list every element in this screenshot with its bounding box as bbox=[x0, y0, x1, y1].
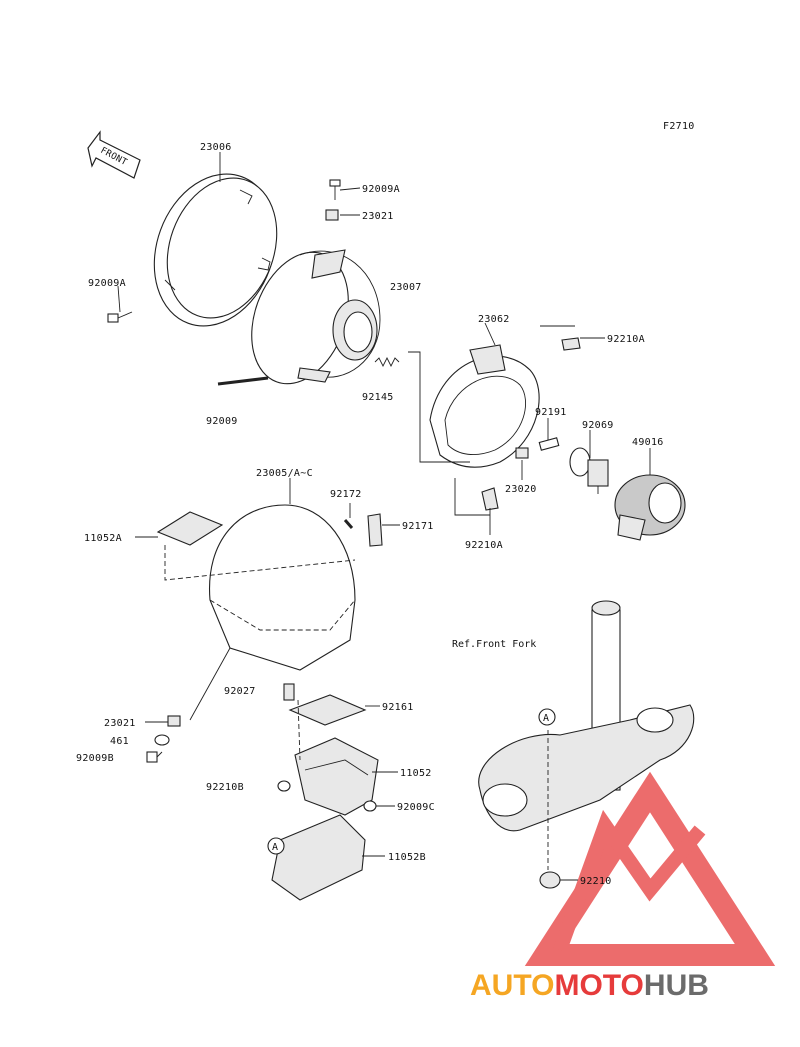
reference-mark-a-right: A bbox=[538, 708, 556, 726]
steering-stem bbox=[478, 600, 695, 832]
callout-23062: 23062 bbox=[478, 314, 510, 325]
bolt-92009C bbox=[363, 800, 377, 812]
callout-92210: 92210 bbox=[580, 876, 612, 887]
callout-92210B: 92210B bbox=[206, 782, 244, 793]
headlight-housing bbox=[251, 249, 381, 385]
nut-92210 bbox=[539, 871, 561, 889]
nut-92210B bbox=[277, 780, 291, 792]
washer-461 bbox=[154, 734, 170, 746]
collar-92027 bbox=[283, 683, 295, 701]
spring-92145 bbox=[374, 356, 400, 368]
nut-23021-top bbox=[325, 209, 339, 221]
svg-text:A: A bbox=[543, 713, 549, 724]
bulb-92069 bbox=[569, 447, 609, 494]
watermark-part-auto: AUTO bbox=[470, 969, 554, 1002]
rubber-boot-49016 bbox=[614, 474, 686, 541]
callout-92191: 92191 bbox=[535, 407, 567, 418]
callout-92069: 92069 bbox=[582, 420, 614, 431]
clip-92210A-top bbox=[561, 337, 581, 351]
bracket-11052A bbox=[156, 511, 224, 546]
bolt-92009B bbox=[146, 751, 163, 763]
callout-92009: 92009 bbox=[206, 416, 238, 427]
callout-92027: 92027 bbox=[224, 686, 256, 697]
callout-23020: 23020 bbox=[505, 484, 537, 495]
callout-23006: 23006 bbox=[200, 142, 232, 153]
reference-mark-a-left: A bbox=[267, 837, 285, 855]
screw-92009 bbox=[217, 376, 269, 386]
callout-92210A-bottom: 92210A bbox=[465, 540, 503, 551]
headlight-rim bbox=[153, 173, 278, 327]
front-arrow-icon: FRONT bbox=[87, 130, 141, 179]
pin-92191 bbox=[538, 437, 560, 451]
bulb-holder-23062 bbox=[429, 344, 540, 468]
callout-92210A-top: 92210A bbox=[607, 334, 645, 345]
callout-92009A-left: 92009A bbox=[88, 278, 126, 289]
callout-92009A-top: 92009A bbox=[362, 184, 400, 195]
nut-23021-bottom bbox=[167, 715, 181, 727]
callout-23007: 23007 bbox=[390, 282, 422, 293]
figure-code: F2710 bbox=[663, 121, 695, 132]
svg-text:A: A bbox=[272, 842, 278, 853]
watermark-part-moto: MOTO bbox=[554, 969, 643, 1002]
watermark-logo bbox=[524, 771, 776, 966]
svg-text:AUTOMOTOHUB: AUTOMOTOHUB bbox=[470, 969, 709, 1002]
headlight-cover-23005 bbox=[208, 504, 356, 671]
callout-92009C: 92009C bbox=[397, 802, 435, 813]
ref-front-fork: Ref.Front Fork bbox=[452, 639, 536, 650]
callout-23021-top: 23021 bbox=[362, 211, 394, 222]
callout-49016: 49016 bbox=[632, 437, 664, 448]
callout-23005: 23005/A~C bbox=[256, 468, 313, 479]
bracket-11052B bbox=[271, 814, 366, 901]
watermark-text: AUTOMOTOHUB bbox=[470, 969, 709, 1002]
screw-92009A-top bbox=[329, 179, 341, 200]
callout-11052B: 11052B bbox=[388, 852, 426, 863]
screw-92172 bbox=[343, 519, 354, 529]
callout-11052A: 11052A bbox=[84, 533, 122, 544]
plate-92161 bbox=[288, 694, 367, 726]
callout-92171: 92171 bbox=[402, 521, 434, 532]
callout-23021-bottom: 23021 bbox=[104, 718, 136, 729]
clip-92210A-bottom bbox=[481, 487, 499, 511]
callout-11052: 11052 bbox=[400, 768, 432, 779]
watermark-part-hub: HUB bbox=[644, 969, 709, 1002]
screw-92009A-left bbox=[107, 311, 133, 323]
callout-92161: 92161 bbox=[382, 702, 414, 713]
callout-92172: 92172 bbox=[330, 489, 362, 500]
callout-92145: 92145 bbox=[362, 392, 394, 403]
bracket-92171 bbox=[367, 513, 383, 547]
callout-92009B: 92009B bbox=[76, 753, 114, 764]
bracket-11052 bbox=[294, 737, 379, 816]
cap-23020 bbox=[515, 447, 529, 459]
callout-461: 461 bbox=[110, 736, 129, 747]
